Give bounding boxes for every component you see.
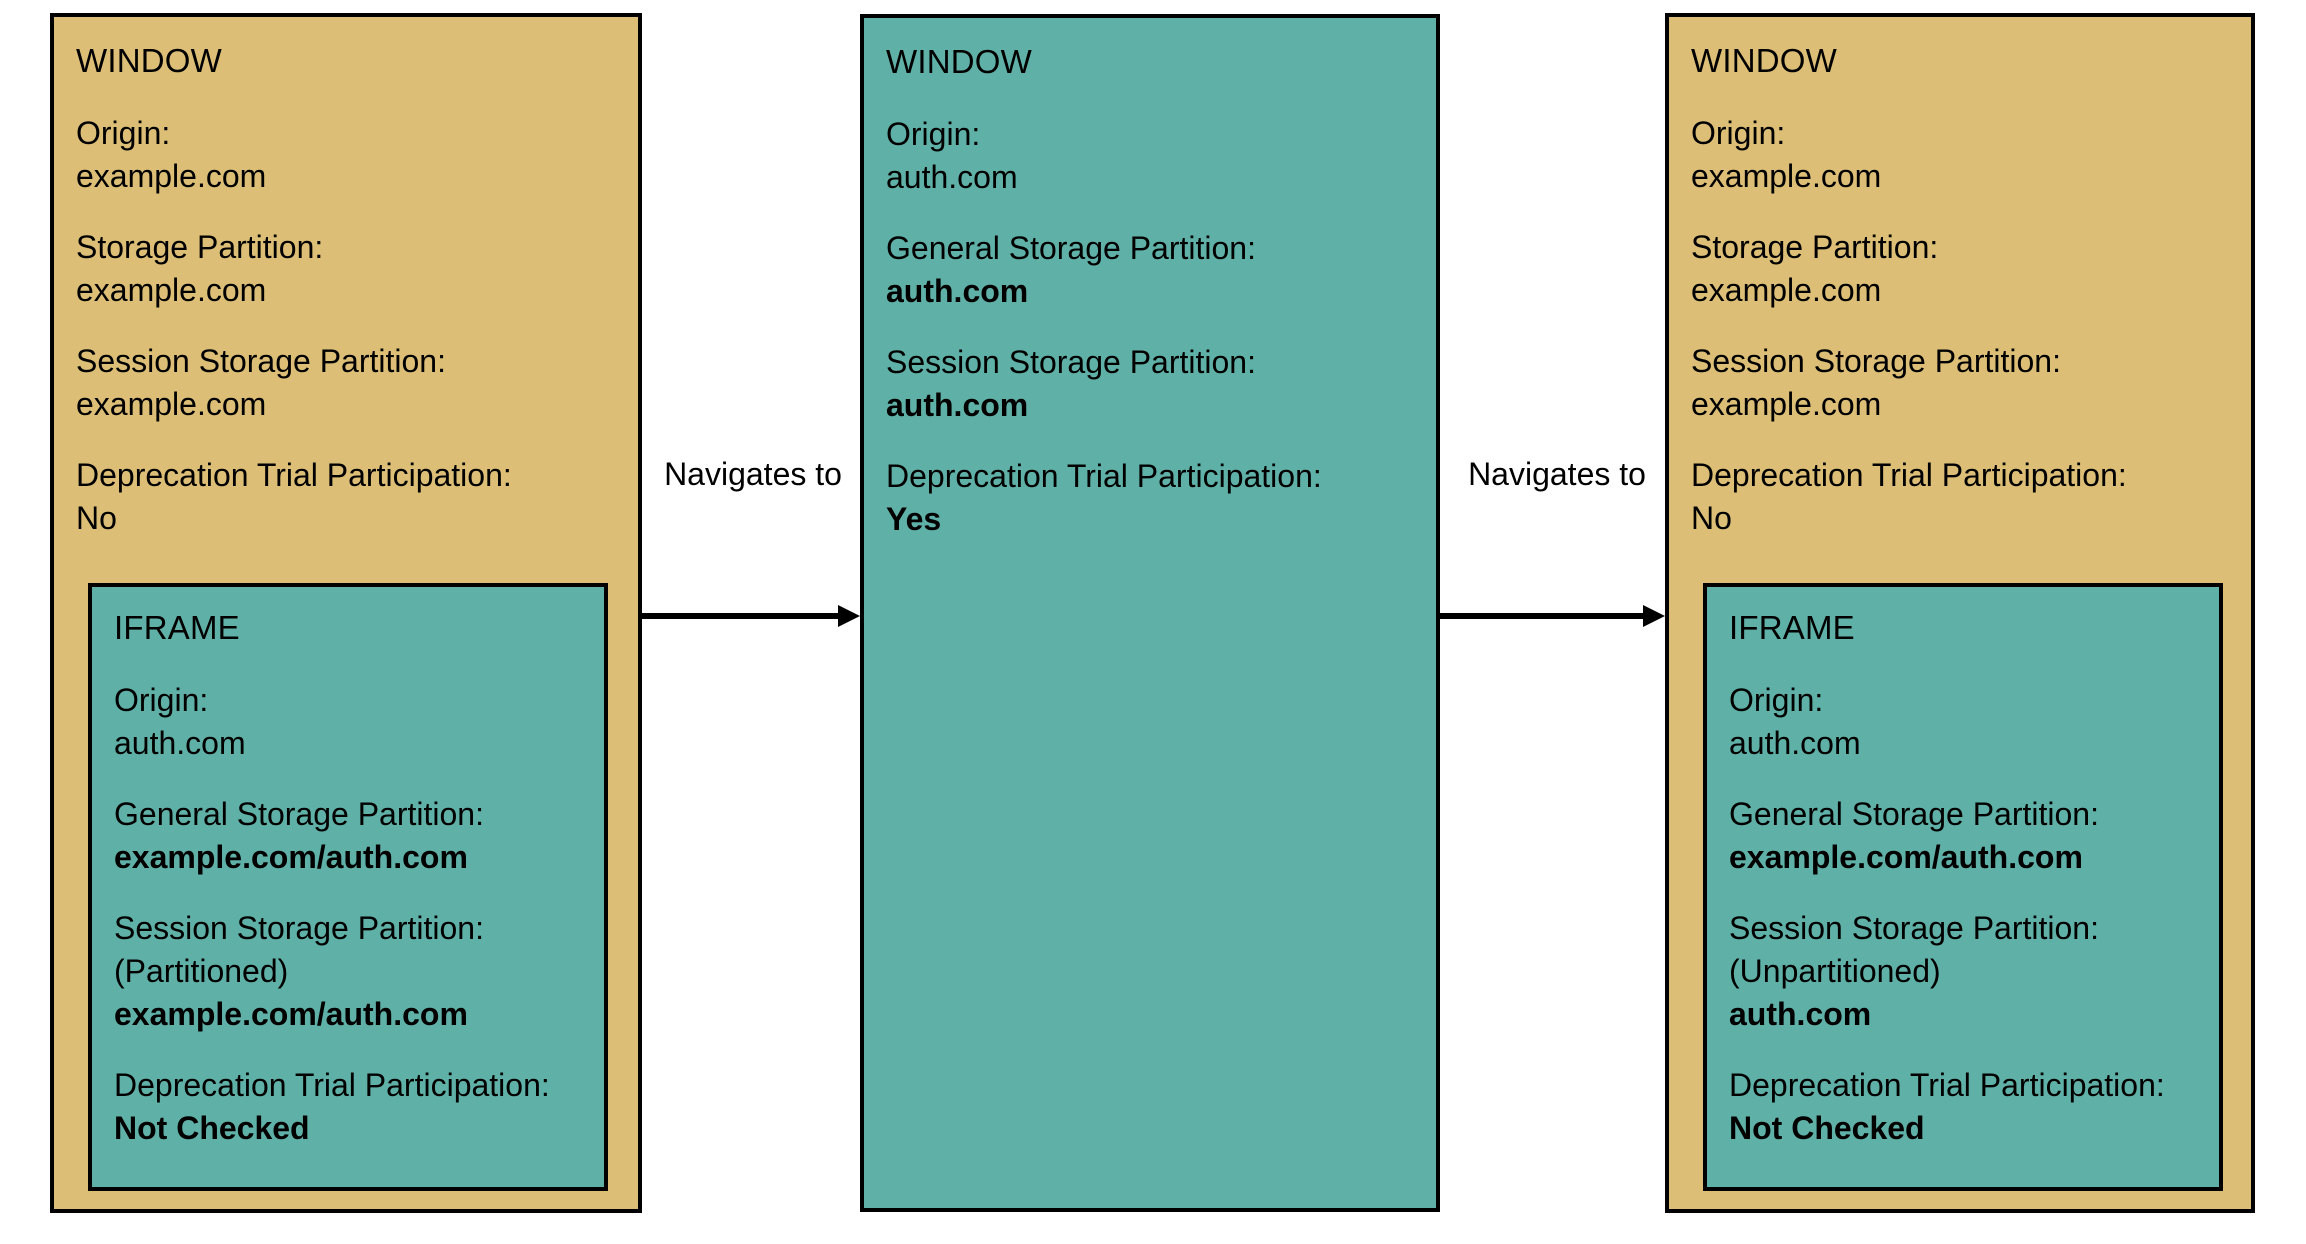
iframe-field-general-storage-partition-value: example.com/auth.com	[1729, 839, 2083, 875]
field-session-storage-partition: Session Storage Partition: example.com	[76, 340, 512, 426]
iframe-field-origin: Origin: auth.com	[1729, 679, 2165, 765]
iframe-field-origin-value: auth.com	[1729, 725, 1861, 761]
field-session-storage-partition-value: example.com	[76, 386, 267, 422]
iframe-field-deprecation-trial-value: Not Checked	[1729, 1110, 1925, 1146]
iframe-field-session-storage-partition-sub: (Partitioned)	[114, 953, 289, 989]
panel-1-fields: Origin: example.com Storage Partition: e…	[76, 112, 512, 540]
field-deprecation-trial-label: Deprecation Trial Participation:	[76, 457, 512, 493]
panel-2-fields: Origin: auth.com General Storage Partiti…	[886, 113, 1322, 541]
field-origin-value: example.com	[76, 158, 267, 194]
field-origin: Origin: example.com	[1691, 112, 2127, 198]
iframe-field-origin-value: auth.com	[114, 725, 246, 761]
arrow-1-shaft	[642, 613, 840, 619]
iframe-field-general-storage-partition: General Storage Partition: example.com/a…	[1729, 793, 2165, 879]
iframe-field-session-storage-partition-value: auth.com	[1729, 996, 1872, 1032]
field-storage-partition-label: Storage Partition:	[1691, 229, 1939, 265]
panel-2-title: WINDOW	[886, 43, 1032, 80]
iframe-3-title: IFRAME	[1729, 609, 1855, 646]
field-storage-partition: Storage Partition: example.com	[1691, 226, 2127, 312]
field-session-storage-partition: Session Storage Partition: example.com	[1691, 340, 2127, 426]
iframe-field-session-storage-partition-sub: (Unpartitioned)	[1729, 953, 1941, 989]
arrow-2	[1440, 605, 1665, 627]
field-general-storage-partition: General Storage Partition: auth.com	[886, 227, 1322, 313]
iframe-1-title: IFRAME	[114, 609, 240, 646]
iframe-field-general-storage-partition-label: General Storage Partition:	[1729, 796, 2099, 832]
panel-1-title: WINDOW	[76, 42, 222, 79]
iframe-field-general-storage-partition-value: example.com/auth.com	[114, 839, 468, 875]
field-session-storage-partition-label: Session Storage Partition:	[886, 344, 1256, 380]
field-session-storage-partition-value: auth.com	[886, 387, 1029, 423]
panel-3-title: WINDOW	[1691, 42, 1837, 79]
iframe-field-origin-label: Origin:	[1729, 682, 1824, 718]
field-origin-label: Origin:	[886, 116, 981, 152]
field-origin-label: Origin:	[1691, 115, 1786, 151]
panel-3-fields: Origin: example.com Storage Partition: e…	[1691, 112, 2127, 540]
field-session-storage-partition-label: Session Storage Partition:	[76, 343, 446, 379]
field-deprecation-trial-value: No	[76, 500, 117, 536]
iframe-field-general-storage-partition: General Storage Partition: example.com/a…	[114, 793, 550, 879]
field-deprecation-trial: Deprecation Trial Participation: Yes	[886, 455, 1322, 541]
field-deprecation-trial-value: No	[1691, 500, 1732, 536]
arrow-2-label: Navigates to	[1468, 456, 1646, 492]
iframe-3-fields: Origin: auth.com General Storage Partiti…	[1729, 679, 2165, 1150]
iframe-box-1: IFRAME Origin: auth.com General Storage …	[88, 583, 608, 1191]
field-storage-partition-value: example.com	[76, 272, 267, 308]
field-storage-partition-value: example.com	[1691, 272, 1882, 308]
field-origin-value: auth.com	[886, 159, 1018, 195]
arrow-1-head	[838, 605, 860, 627]
field-session-storage-partition: Session Storage Partition: auth.com	[886, 341, 1322, 427]
iframe-field-session-storage-partition-label: Session Storage Partition:	[1729, 910, 2099, 946]
iframe-box-3: IFRAME Origin: auth.com General Storage …	[1703, 583, 2223, 1191]
arrow-1	[642, 605, 860, 627]
field-deprecation-trial: Deprecation Trial Participation: No	[1691, 454, 2127, 540]
field-deprecation-trial-label: Deprecation Trial Participation:	[886, 458, 1322, 494]
field-origin-label: Origin:	[76, 115, 171, 151]
arrow-1-label: Navigates to	[664, 456, 842, 492]
field-session-storage-partition-value: example.com	[1691, 386, 1882, 422]
window-panel-1: WINDOW Origin: example.com Storage Parti…	[50, 13, 642, 1213]
iframe-field-deprecation-trial-label: Deprecation Trial Participation:	[1729, 1067, 2165, 1103]
iframe-field-origin-label: Origin:	[114, 682, 209, 718]
arrow-2-head	[1643, 605, 1665, 627]
iframe-field-session-storage-partition: Session Storage Partition: (Partitioned)…	[114, 907, 550, 1036]
iframe-field-origin: Origin: auth.com	[114, 679, 550, 765]
iframe-field-deprecation-trial: Deprecation Trial Participation: Not Che…	[114, 1064, 550, 1150]
field-origin: Origin: example.com	[76, 112, 512, 198]
iframe-field-deprecation-trial-label: Deprecation Trial Participation:	[114, 1067, 550, 1103]
iframe-field-general-storage-partition-label: General Storage Partition:	[114, 796, 484, 832]
field-general-storage-partition-label: General Storage Partition:	[886, 230, 1256, 266]
arrow-2-shaft	[1440, 613, 1645, 619]
iframe-1-fields: Origin: auth.com General Storage Partiti…	[114, 679, 550, 1150]
window-panel-3: WINDOW Origin: example.com Storage Parti…	[1665, 13, 2255, 1213]
iframe-field-session-storage-partition-label: Session Storage Partition:	[114, 910, 484, 946]
field-deprecation-trial-value: Yes	[886, 501, 942, 537]
field-deprecation-trial: Deprecation Trial Participation: No	[76, 454, 512, 540]
iframe-field-deprecation-trial: Deprecation Trial Participation: Not Che…	[1729, 1064, 2165, 1150]
field-storage-partition: Storage Partition: example.com	[76, 226, 512, 312]
field-storage-partition-label: Storage Partition:	[76, 229, 324, 265]
iframe-field-session-storage-partition-value: example.com/auth.com	[114, 996, 468, 1032]
iframe-field-session-storage-partition: Session Storage Partition: (Unpartitione…	[1729, 907, 2165, 1036]
field-origin-value: example.com	[1691, 158, 1882, 194]
field-origin: Origin: auth.com	[886, 113, 1322, 199]
window-panel-2: WINDOW Origin: auth.com General Storage …	[860, 14, 1440, 1212]
field-general-storage-partition-value: auth.com	[886, 273, 1029, 309]
field-deprecation-trial-label: Deprecation Trial Participation:	[1691, 457, 2127, 493]
field-session-storage-partition-label: Session Storage Partition:	[1691, 343, 2061, 379]
iframe-field-deprecation-trial-value: Not Checked	[114, 1110, 310, 1146]
